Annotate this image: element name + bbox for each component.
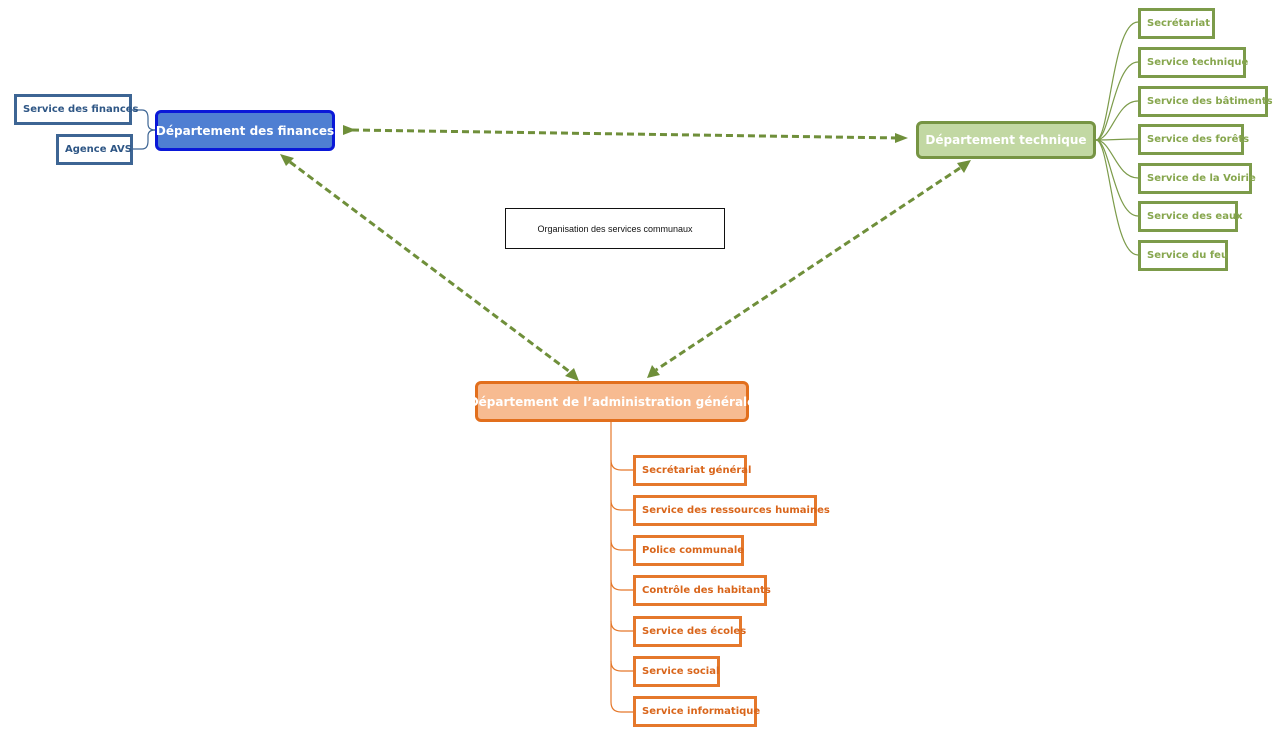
technique-tree-lines [1095,21,1139,256]
finances-department[interactable]: Département des finances [155,110,335,151]
administration-tree-lines [610,422,633,713]
arrowheads [280,125,971,381]
arrowhead-icon [280,154,294,166]
arrowhead-icon [647,365,660,378]
administration-service-box[interactable]: Service social [633,656,720,687]
technique-service-box[interactable]: Service technique [1138,47,1248,78]
administration-service-box[interactable]: Service des écoles [633,616,746,647]
technique-department[interactable]: Département technique [916,121,1096,159]
relation-finances-technique [351,128,901,140]
administration-service-box[interactable]: Secrétariat général [633,455,751,486]
finances-service-box[interactable]: Agence AVS [56,134,133,165]
technique-service-box[interactable]: Service de la Voirie [1138,163,1256,194]
technique-service-box[interactable]: Secrétariat [1138,8,1215,39]
arrowhead-icon [565,368,579,381]
arrowhead-icon [957,160,971,173]
finances-service-box[interactable]: Service des finances [14,94,139,125]
administration-service-box[interactable]: Police communale [633,535,744,566]
technique-service-box[interactable]: Service des eaux [1138,201,1243,232]
administration-department[interactable]: Département de l’administration générale [469,381,755,422]
administration-service-box[interactable]: Contrôle des habitants [633,575,771,606]
technique-service-box[interactable]: Service des forêts [1138,124,1249,155]
administration-service-box[interactable]: Service des ressources humaines [633,495,830,526]
arrowhead-icon [343,125,356,135]
diagram-title: Organisation des services communaux [505,208,725,249]
relationship-arrows [289,128,961,374]
technique-service-box[interactable]: Service des bâtiments [1138,86,1273,117]
relation-technique-administration [655,166,961,372]
relation-finances-administration [289,160,571,374]
arrowhead-icon [895,133,908,143]
administration-service-box[interactable]: Service informatique [633,696,760,727]
technique-service-box[interactable]: Service du feu [1138,240,1228,271]
finances-tree-lines [132,109,156,150]
